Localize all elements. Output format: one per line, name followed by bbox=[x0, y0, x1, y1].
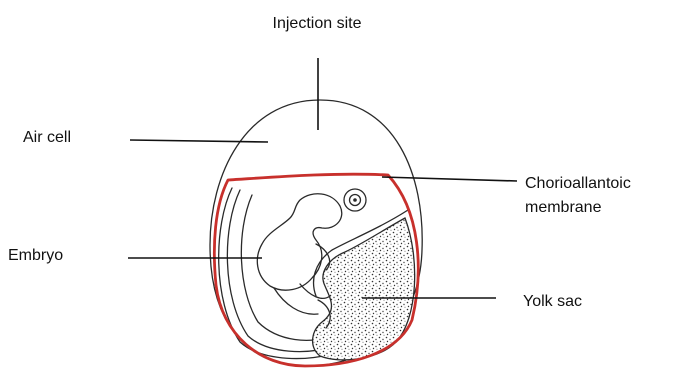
leader-chorioallantoic bbox=[382, 177, 517, 181]
label-injection-site: Injection site bbox=[273, 15, 362, 32]
label-chorioallantoic-line2: membrane bbox=[525, 199, 602, 216]
label-embryo: Embryo bbox=[8, 247, 63, 264]
leader-air-cell bbox=[130, 140, 268, 142]
embryo-tail bbox=[274, 288, 318, 314]
label-yolk-sac: Yolk sac bbox=[523, 293, 582, 310]
label-chorioallantoic-line1: Chorioallantoic bbox=[525, 175, 631, 192]
label-air-cell: Air cell bbox=[23, 129, 71, 146]
embryo-eye-pupil bbox=[353, 198, 357, 202]
